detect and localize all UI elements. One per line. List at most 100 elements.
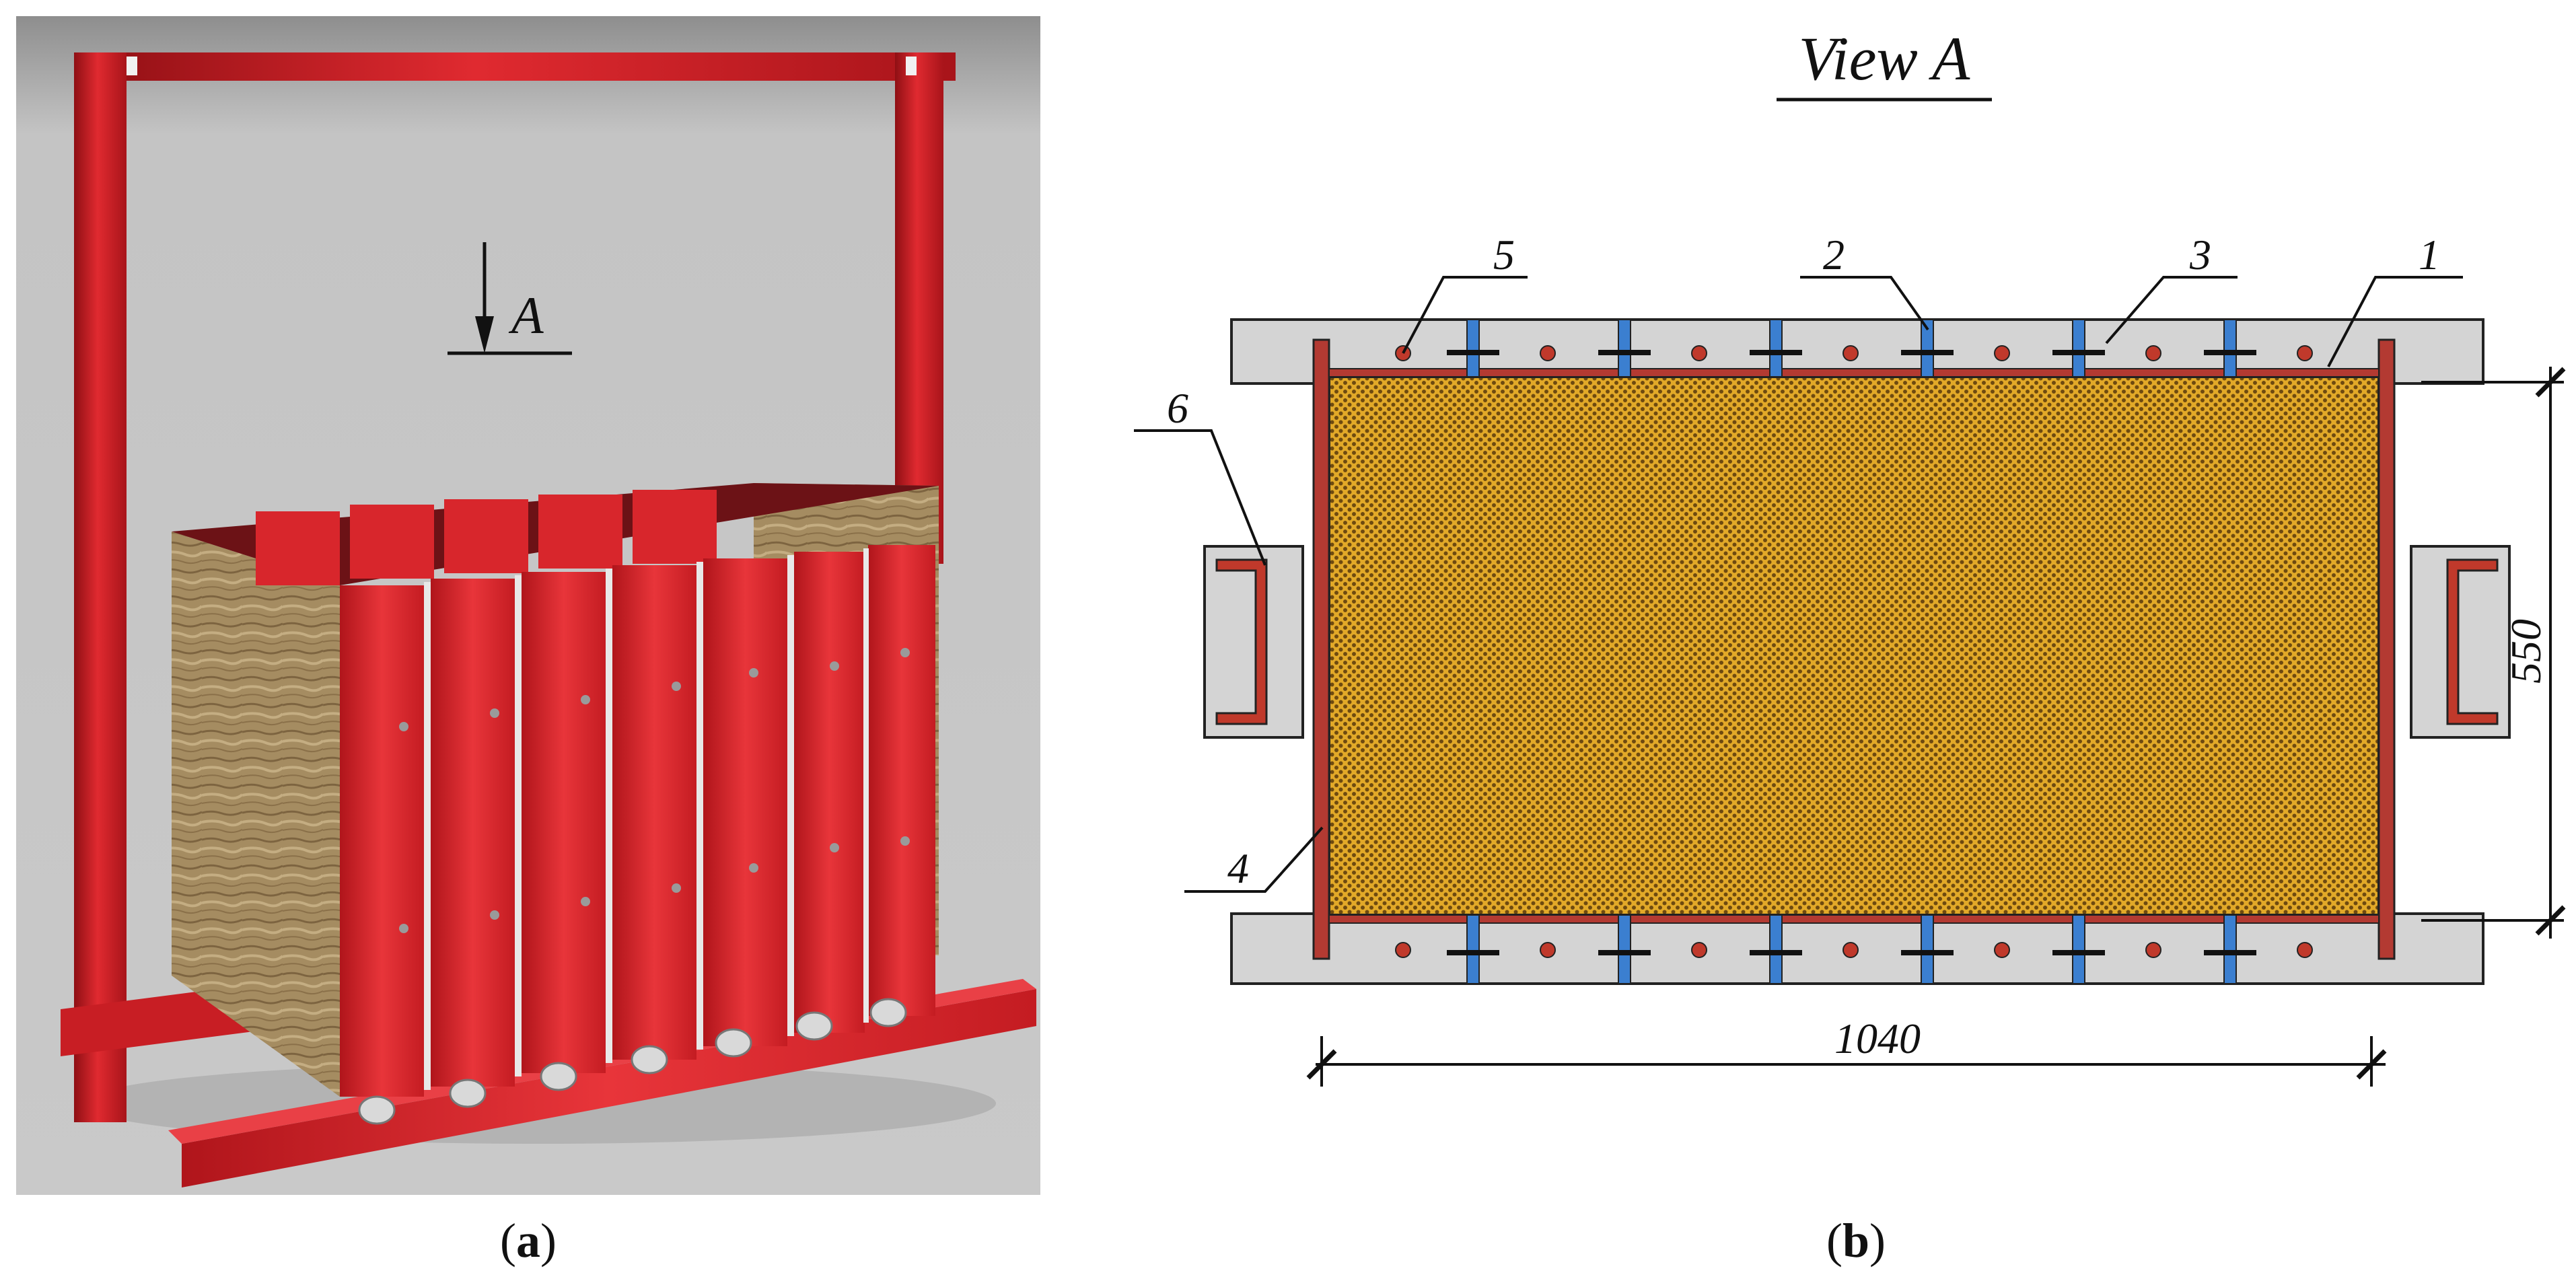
top-wall <box>1328 319 2380 377</box>
callout-2: 2 <box>1823 231 1845 279</box>
view-marker-label: A <box>508 286 544 344</box>
wheel <box>869 998 907 1027</box>
bolt <box>1842 942 1859 958</box>
bolt <box>1691 345 1707 361</box>
bolt <box>1994 942 2010 958</box>
clamp <box>2204 950 2256 955</box>
leader-2 <box>1800 276 1929 331</box>
view-marker-a: A <box>448 242 572 355</box>
dim-height-tick-bottom <box>2535 905 2566 936</box>
back-panels <box>256 490 717 585</box>
bolt <box>490 708 499 718</box>
wheel <box>631 1045 668 1074</box>
panel-gap <box>515 575 522 1076</box>
bolt <box>830 661 839 671</box>
clamp <box>2052 950 2105 955</box>
bolt <box>749 668 758 678</box>
back-panel <box>350 505 434 579</box>
front-panels <box>340 545 935 1097</box>
front-panel <box>522 572 606 1073</box>
channel-left <box>1215 558 1268 725</box>
dim-width-tick-left <box>1306 1049 1337 1080</box>
front-panel <box>612 565 696 1060</box>
back-panel <box>444 499 528 573</box>
bolt <box>490 910 499 920</box>
wheel <box>715 1028 752 1058</box>
bolt <box>830 843 839 852</box>
spacer <box>1618 914 1631 984</box>
spacer <box>1769 319 1783 377</box>
back-panel <box>538 495 622 569</box>
callout-leaders <box>1134 276 2463 893</box>
spacer <box>1921 319 1934 377</box>
wheel <box>449 1079 487 1108</box>
bolt <box>1994 345 2010 361</box>
leader-4 <box>1184 826 1324 893</box>
bolts-bottom <box>1395 942 2313 958</box>
clamp <box>1447 950 1499 955</box>
frame-top-corner-right <box>906 57 917 75</box>
bolt <box>399 924 408 933</box>
wheel <box>540 1062 577 1091</box>
bolt <box>1540 345 1556 361</box>
clamp <box>2204 350 2256 355</box>
panel-gap <box>606 569 612 1063</box>
spacer <box>2072 914 2085 984</box>
panel-bolts <box>399 648 910 933</box>
bolt <box>672 682 681 691</box>
wheel <box>795 1011 833 1041</box>
wall-plate <box>1328 914 2380 924</box>
bolt <box>1395 942 1411 958</box>
wall-plate <box>1328 368 2380 377</box>
caption-b: (b) <box>1826 1214 1886 1268</box>
front-panel <box>431 579 515 1087</box>
bolts-top <box>1395 345 2313 361</box>
back-panel <box>633 490 717 564</box>
panel-gap <box>863 548 869 1023</box>
panel-gap <box>787 555 794 1036</box>
clamp <box>1598 950 1651 955</box>
panel-gap <box>696 562 703 1050</box>
spacer <box>1466 914 1480 984</box>
clamp <box>1901 950 1954 955</box>
bolt <box>2297 345 2313 361</box>
frame-top-corner-left <box>127 57 137 75</box>
leader-1 <box>2327 276 2463 367</box>
soil-fill <box>1328 375 2380 916</box>
front-panel <box>340 585 424 1097</box>
frame-top-beam <box>81 52 956 81</box>
view-arrow-head <box>475 316 494 353</box>
spacer <box>2223 319 2237 377</box>
panel-b: View A <box>1134 24 2566 1268</box>
dimension-width-label: 1040 <box>1834 1015 1921 1062</box>
dimension-height-label: 550 <box>2502 619 2550 684</box>
bolt <box>399 722 408 731</box>
end-plate-right <box>2377 338 2396 960</box>
bolt <box>1540 942 1556 958</box>
wood-side-left <box>172 532 340 1097</box>
bolt <box>672 883 681 893</box>
bolt <box>2145 942 2161 958</box>
frame-right-post <box>895 52 943 564</box>
clamp <box>1598 350 1651 355</box>
wheel <box>358 1095 396 1125</box>
view-title: View A <box>1799 24 1970 93</box>
spacer <box>1466 319 1480 377</box>
spacer <box>2223 914 2237 984</box>
dimension-height <box>2421 367 2566 939</box>
bottom-wall <box>1328 914 2380 984</box>
callout-4: 4 <box>1227 844 1249 892</box>
front-panel <box>794 552 865 1033</box>
callout-1: 1 <box>2419 231 2440 279</box>
end-plate-left <box>1312 338 1330 960</box>
callout-3: 3 <box>2189 231 2211 279</box>
spacer <box>1769 914 1783 984</box>
spacer <box>1618 319 1631 377</box>
bolt <box>581 695 590 704</box>
clamps <box>1447 950 2256 955</box>
panel-gap <box>424 582 431 1090</box>
spacer <box>1921 914 1934 984</box>
bolt <box>1691 942 1707 958</box>
callout-5: 5 <box>1493 231 1515 279</box>
clamp <box>1901 350 1954 355</box>
